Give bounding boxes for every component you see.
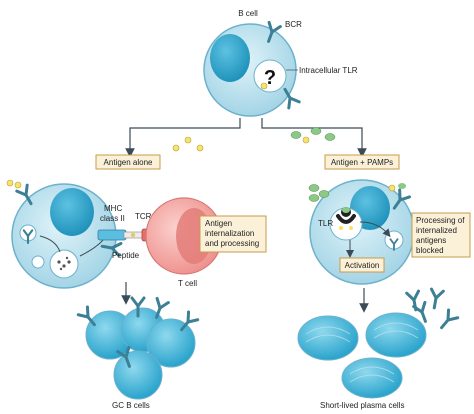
tlr-label: TLR [318,219,333,228]
blocked-line3: antigens [416,236,446,245]
antigen-dots-left [172,136,204,152]
left-b-cell [6,179,123,289]
internalization-line3: and processing [205,239,259,248]
t-cell-label: T cell [178,279,197,288]
top-b-cell: ? [203,20,301,117]
plasma-cells-group [297,287,460,399]
tcr-label: TCR [135,212,152,221]
internalization-line1: Antigen [205,219,232,228]
antigen-pamps-label: Antigen + PAMPs [331,158,393,167]
blocked-line1: Processing of [416,216,465,225]
antigen-alone-label: Antigen alone [104,158,153,167]
activation-label: Activation [345,261,380,270]
mhc-label-line2: class II [100,214,125,223]
pamp-cluster [308,184,330,202]
arrow-to-antigen-pamps [261,118,367,158]
intracellular-tlr-label: Intracellular TLR [299,66,358,75]
gc-b-cells-label: GC B cells [112,401,150,410]
arrow-to-antigen-alone [125,118,241,158]
b-cell-label: B cell [238,9,258,18]
peptide-label: Peptide [112,251,140,260]
internalization-box: Antigen internalization and processing [199,215,267,253]
bcr-label: BCR [285,20,302,29]
blocked-box: Processing of internalized antigens bloc… [411,212,471,258]
activation-box: Activation [339,257,385,273]
right-b-cell [309,179,415,285]
question-mark: ? [264,67,276,89]
mhc-label-line1: MHC [104,204,122,213]
antigen-pamps-box: Antigen + PAMPs [324,154,400,170]
plasma-cells-label: Short-lived plasma cells [320,401,404,410]
antigen-pamp-dots-right [290,127,336,144]
blocked-line4: blocked [416,246,444,255]
blocked-line2: internalized [416,226,457,235]
gc-b-cells-group [76,296,200,400]
internalization-line2: internalization [205,229,254,238]
antigen-alone-box: Antigen alone [95,154,161,170]
